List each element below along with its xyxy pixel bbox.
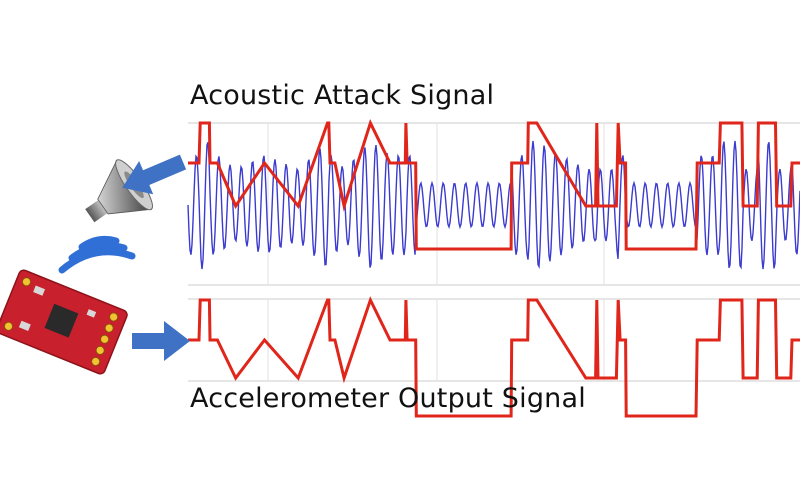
attack-envelope bbox=[188, 118, 800, 251]
accelerometer-board-icon bbox=[0, 269, 128, 375]
attack-signal-label: Acoustic Attack Signal bbox=[190, 80, 495, 111]
grid-lines bbox=[267, 123, 605, 285]
arrow-to-speaker-icon bbox=[122, 154, 187, 195]
speaker-icon bbox=[85, 159, 153, 223]
output-signal-label: Accelerometer Output Signal bbox=[190, 383, 586, 414]
output-signal-line bbox=[188, 296, 800, 418]
output-signal-plot bbox=[188, 296, 800, 418]
attack-signal-plot bbox=[187, 118, 800, 286]
arrow-from-board-icon bbox=[132, 321, 190, 361]
carrier-wave bbox=[187, 140, 800, 270]
grid-lines bbox=[267, 299, 605, 381]
sound-waves-icon bbox=[58, 236, 136, 274]
